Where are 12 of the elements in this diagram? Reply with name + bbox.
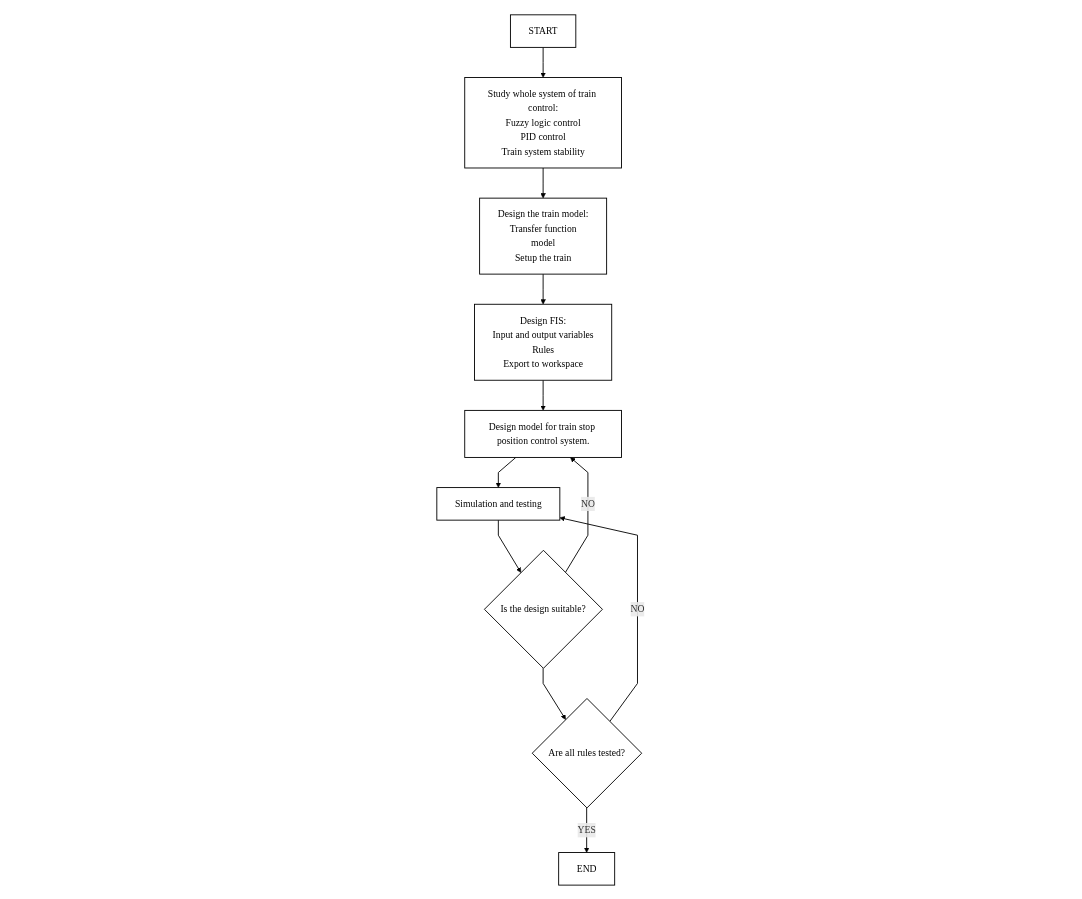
node-diamond: Is the design suitable? <box>484 549 604 669</box>
node-box: Design model for train stop position control system. <box>464 409 623 458</box>
node-box: Design FIS: Input and output variables Rules Export to workspace <box>474 303 613 381</box>
edge-label: NO <box>581 497 596 509</box>
edge-label: YES <box>577 824 597 835</box>
node-diamond: Are all rules tested? <box>532 697 643 808</box>
node-box: Simulation and testing <box>436 486 561 521</box>
node-box: START <box>510 13 577 48</box>
edge-label: NO <box>630 603 645 614</box>
node-box: Study whole system of train control: Fuzzy logic control PID control Train system stability <box>464 76 623 168</box>
node-box: END <box>558 851 616 886</box>
node-box: Design the train model: Transfer function model Setup the train <box>479 197 608 275</box>
